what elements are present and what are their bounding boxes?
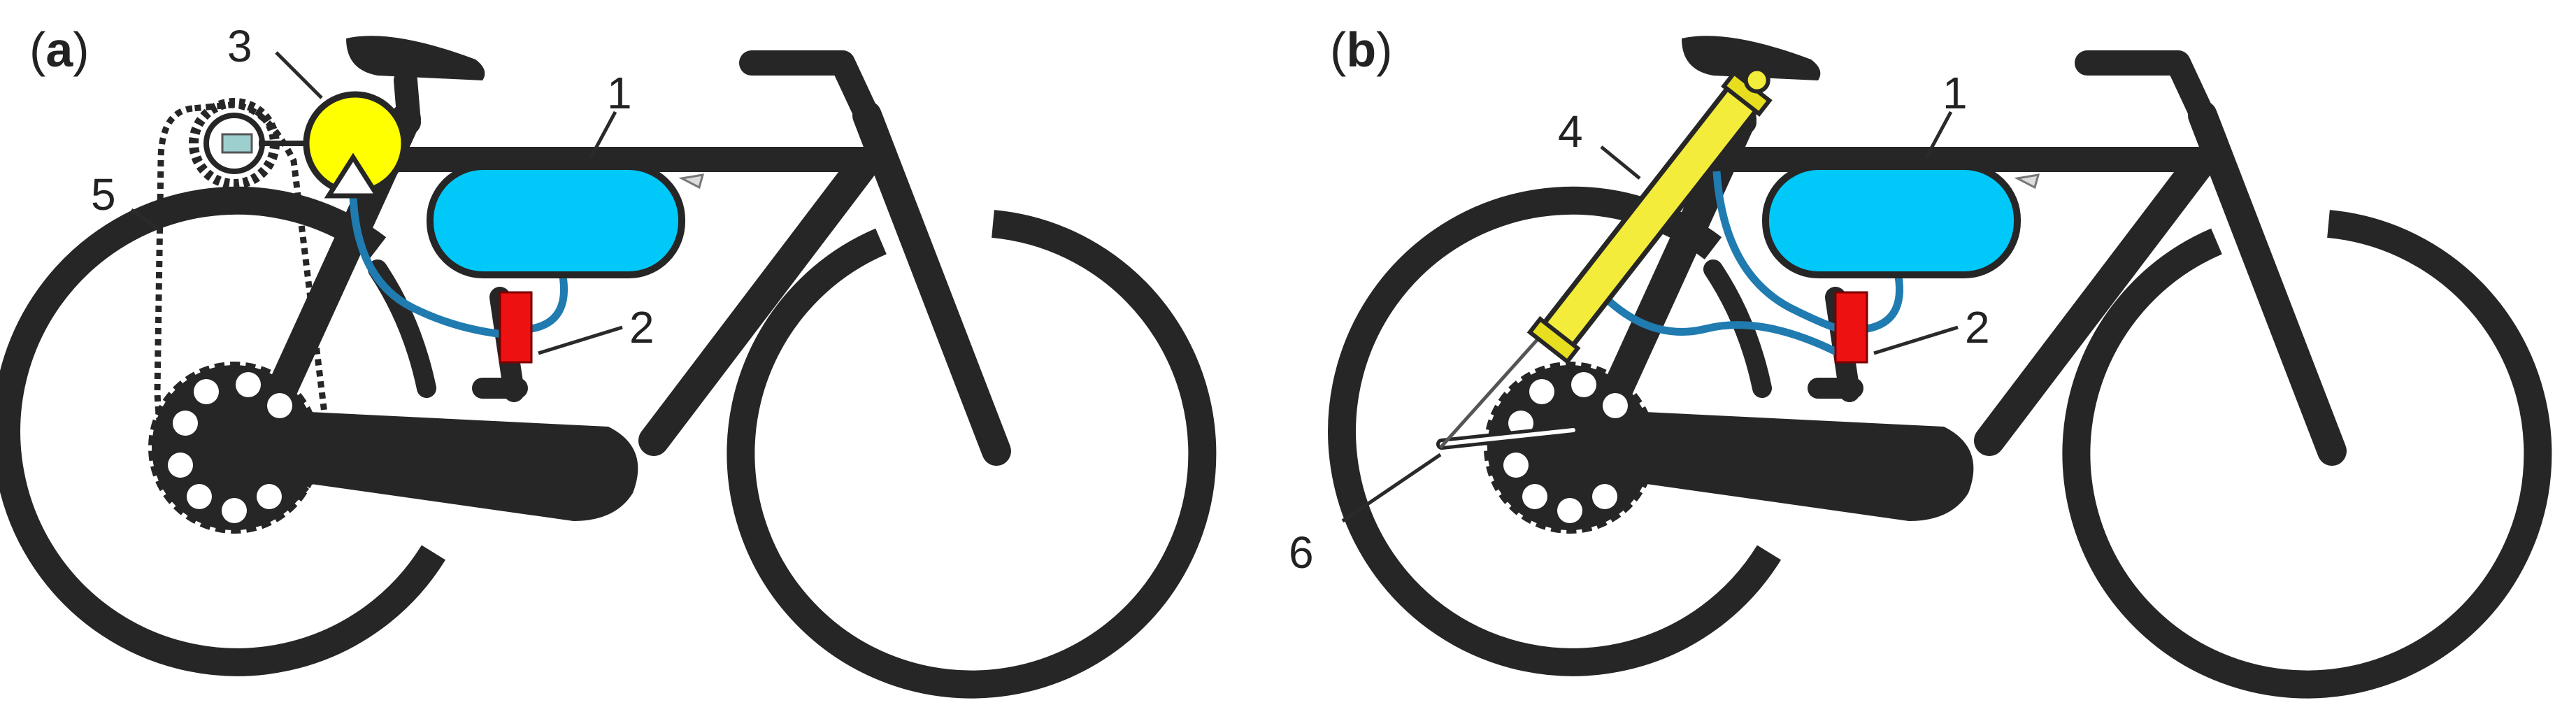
callout-2-a: 2: [629, 302, 654, 352]
front-wheel-icon: [2062, 210, 2552, 699]
callout-3-a: 3: [227, 21, 252, 71]
callout-1-a: 1: [607, 68, 632, 118]
air-hose: [1712, 171, 1840, 333]
front-wheel-icon: [727, 210, 1217, 699]
callout-6-b: 6: [1289, 527, 1314, 578]
bicycle-frame-icon: [1545, 36, 2347, 521]
rear-wheel-icon: [1328, 186, 1781, 676]
pneumatic-motor-icon: [259, 91, 408, 199]
callout-5-a: 5: [91, 169, 116, 220]
chainring-icon: [148, 362, 320, 534]
callout-2-b: 2: [1965, 302, 1990, 352]
valve-icon: [1834, 291, 1868, 364]
air-hose: [349, 195, 504, 339]
rear-wheel-icon: [0, 186, 445, 676]
valve-icon: [499, 291, 533, 364]
callout-4-b: 4: [1558, 106, 1583, 157]
panel-b-label: (b): [1330, 22, 1392, 77]
chainring-icon: [1484, 362, 1656, 534]
air-tank-icon: [427, 163, 705, 278]
callout-1-b: 1: [1942, 68, 1968, 118]
pneumatic-cylinder-icon: [1526, 66, 1773, 365]
panel-a: (a): [0, 21, 1217, 699]
panel-a-label: (a): [29, 22, 90, 77]
panel-b: (b): [1289, 22, 2552, 699]
air-tank-icon: [1762, 163, 2040, 278]
